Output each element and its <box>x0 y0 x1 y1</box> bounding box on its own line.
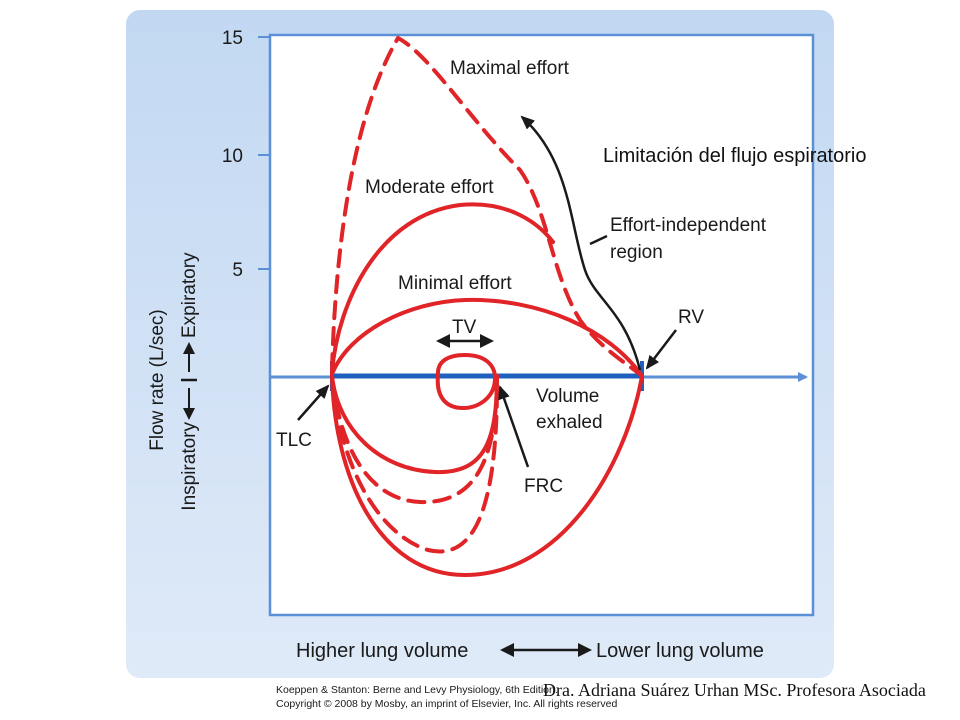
inspiratory-dashed-curve <box>330 374 500 554</box>
inspiratory-label: Inspiratory <box>179 422 200 511</box>
frc-label: FRC <box>524 476 563 497</box>
effort-pointer <box>589 234 608 246</box>
minimal-effort-curve <box>330 297 644 378</box>
maximal-effort-curve <box>330 36 644 378</box>
y-axis-label: Flow rate (L/sec) <box>147 309 168 450</box>
credit-line-1: Koeppen & Stanton: Berne and Levy Physio… <box>276 684 558 696</box>
maximal-effort-label: Maximal effort <box>450 58 570 79</box>
volume-exhaled-label-2: exhaled <box>536 412 603 433</box>
tv-arrow <box>436 334 494 348</box>
effort-independent-arrow <box>520 115 642 371</box>
tlc-arrow <box>297 384 330 421</box>
higher-lung-volume-label: Higher lung volume <box>296 640 468 662</box>
inspiratory-moderate-curve <box>330 374 499 505</box>
y-ticks <box>258 36 270 270</box>
effort-region-label-2: region <box>610 242 663 263</box>
rv-label: RV <box>678 307 704 328</box>
frc-arrow <box>498 385 530 468</box>
slide-title: Limitación del flujo espiratorio <box>603 145 867 167</box>
plot-area <box>268 33 815 617</box>
x-direction-arrow <box>500 643 592 657</box>
inspiratory-maximal-curve <box>330 374 644 577</box>
rv-arrow <box>645 329 677 370</box>
tlc-label: TLC <box>276 430 312 451</box>
tv-label: TV <box>452 317 477 338</box>
lower-lung-volume-label: Lower lung volume <box>596 640 764 662</box>
y-tick-label: 10 <box>222 146 243 167</box>
effort-region-label-1: Effort-independent <box>610 215 767 236</box>
volume-exhaled-label-1: Volume <box>536 386 599 407</box>
moderate-effort-curve <box>330 202 555 374</box>
credit-line-2: Copyright © 2008 by Mosby, an imprint of… <box>276 698 618 710</box>
y-tick-label: 15 <box>222 28 243 49</box>
expiratory-label: Expiratory <box>179 252 200 338</box>
author-credit: Dra. Adriana Suárez Urhan MSc. Profesora… <box>543 680 926 700</box>
flow-rate-label: Flow rate (L/sec) <box>147 309 168 450</box>
direction-axis: Expiratory Inspiratory <box>179 252 200 511</box>
minimal-effort-label: Minimal effort <box>398 273 512 294</box>
moderate-effort-label: Moderate effort <box>365 177 494 198</box>
y-tick-label: 5 <box>232 260 243 281</box>
